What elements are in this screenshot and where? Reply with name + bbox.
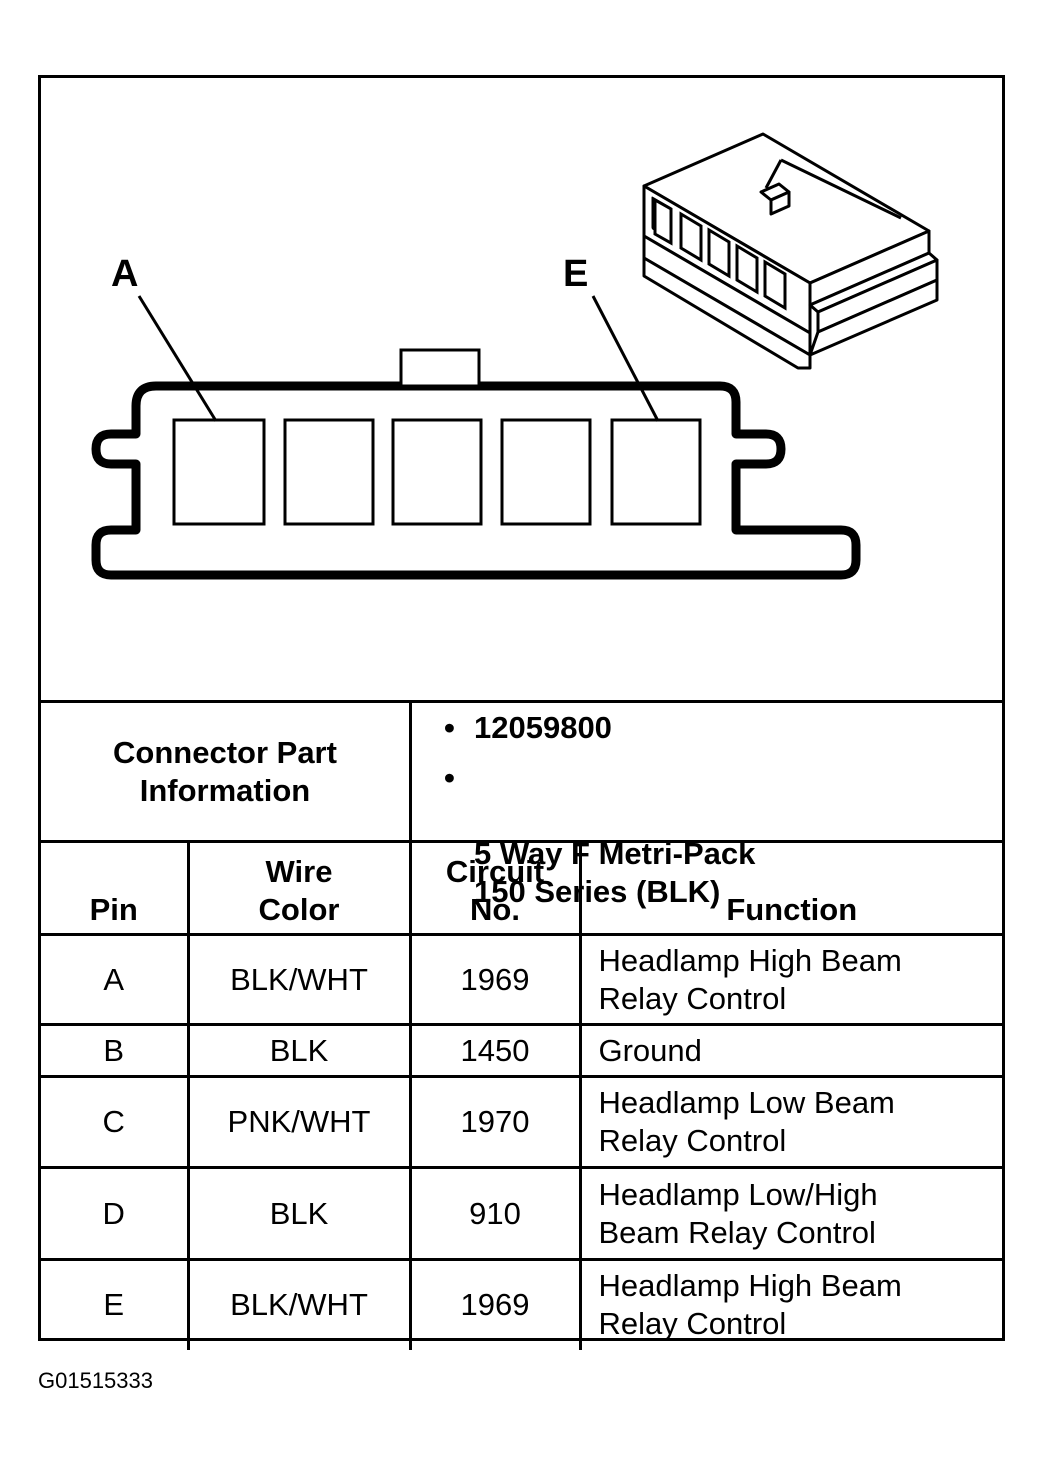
cell-function: Headlamp High Beam Relay Control bbox=[580, 933, 1002, 1025]
leader-line-e bbox=[591, 295, 660, 422]
cell-pin: E bbox=[41, 1258, 190, 1350]
cell-pin: C bbox=[41, 1075, 190, 1168]
diagram-frame: A E Connector Part Information • 1205980… bbox=[38, 75, 1005, 1350]
pin-cavities bbox=[172, 418, 702, 526]
cavity-e bbox=[610, 418, 702, 526]
cell-function: Headlamp High Beam Relay Control bbox=[580, 1258, 1002, 1350]
cell-circuit: 1970 bbox=[410, 1075, 582, 1168]
bullet-icon: • bbox=[444, 710, 455, 745]
cavity-c bbox=[391, 418, 483, 526]
connector-info-values-cell: • 12059800 • 5 Way F Metri-Pack 150 Seri… bbox=[412, 703, 1002, 909]
cell-pin: A bbox=[41, 933, 190, 1025]
cell-wire-color: BLK/WHT bbox=[188, 1258, 412, 1350]
connector-info-label-cell: Connector Part Information bbox=[41, 703, 412, 840]
pin-table: Pin Wire Color Circuit No. Function A BL… bbox=[41, 840, 1002, 1350]
pin-table-header: Pin Wire Color Circuit No. Function bbox=[41, 840, 1002, 935]
pin-label-e: E bbox=[563, 253, 589, 295]
part-number-bullet: • 12059800 bbox=[444, 709, 612, 747]
cavity-a bbox=[172, 418, 266, 526]
figure-code: G01515333 bbox=[38, 1368, 153, 1393]
cell-function: Ground bbox=[580, 1023, 1002, 1077]
connector-part-info-row: Connector Part Information • 12059800 • … bbox=[41, 700, 1002, 909]
table-row: A BLK/WHT 1969 Headlamp High Beam Relay … bbox=[41, 933, 1002, 1025]
connector-info-title: Connector Part Information bbox=[113, 734, 337, 808]
cell-function: Headlamp Low Beam Relay Control bbox=[580, 1075, 1002, 1168]
connector-face-outline bbox=[91, 381, 861, 580]
part-number: 12059800 bbox=[474, 710, 612, 745]
connector-latch-tab bbox=[399, 348, 481, 388]
cell-wire-color: BLK/WHT bbox=[188, 933, 412, 1025]
cell-circuit: 1450 bbox=[410, 1023, 582, 1077]
cavity-b bbox=[283, 418, 375, 526]
cell-function: Headlamp Low/High Beam Relay Control bbox=[580, 1166, 1002, 1260]
cell-circuit: 1969 bbox=[410, 1258, 582, 1350]
header-wire-color: Wire Color bbox=[188, 840, 412, 935]
cell-wire-color: BLK bbox=[188, 1166, 412, 1260]
header-circuit-no: Circuit No. bbox=[410, 840, 582, 935]
leader-line-a bbox=[137, 295, 218, 422]
cell-wire-color: BLK bbox=[188, 1023, 412, 1077]
cavity-d bbox=[500, 418, 592, 526]
table-row: B BLK 1450 Ground bbox=[41, 1023, 1002, 1077]
cell-wire-color: PNK/WHT bbox=[188, 1075, 412, 1168]
connector-3d-cavities bbox=[653, 197, 787, 311]
table-row: E BLK/WHT 1969 Headlamp High Beam Relay … bbox=[41, 1258, 1002, 1350]
cell-circuit: 910 bbox=[410, 1166, 582, 1260]
cell-pin: B bbox=[41, 1023, 190, 1077]
bullet-icon: • bbox=[444, 760, 455, 795]
connector-diagram: A E bbox=[41, 78, 1002, 700]
pin-leader-lines bbox=[137, 295, 660, 422]
cell-pin: D bbox=[41, 1166, 190, 1260]
table-row: D BLK 910 Headlamp Low/High Beam Relay C… bbox=[41, 1166, 1002, 1260]
header-pin: Pin bbox=[41, 840, 190, 935]
cell-circuit: 1969 bbox=[410, 933, 582, 1025]
pin-label-a: A bbox=[111, 253, 139, 295]
header-function: Function bbox=[580, 840, 1002, 935]
table-row: C PNK/WHT 1970 Headlamp Low Beam Relay C… bbox=[41, 1075, 1002, 1168]
connector-drawing bbox=[91, 132, 939, 580]
